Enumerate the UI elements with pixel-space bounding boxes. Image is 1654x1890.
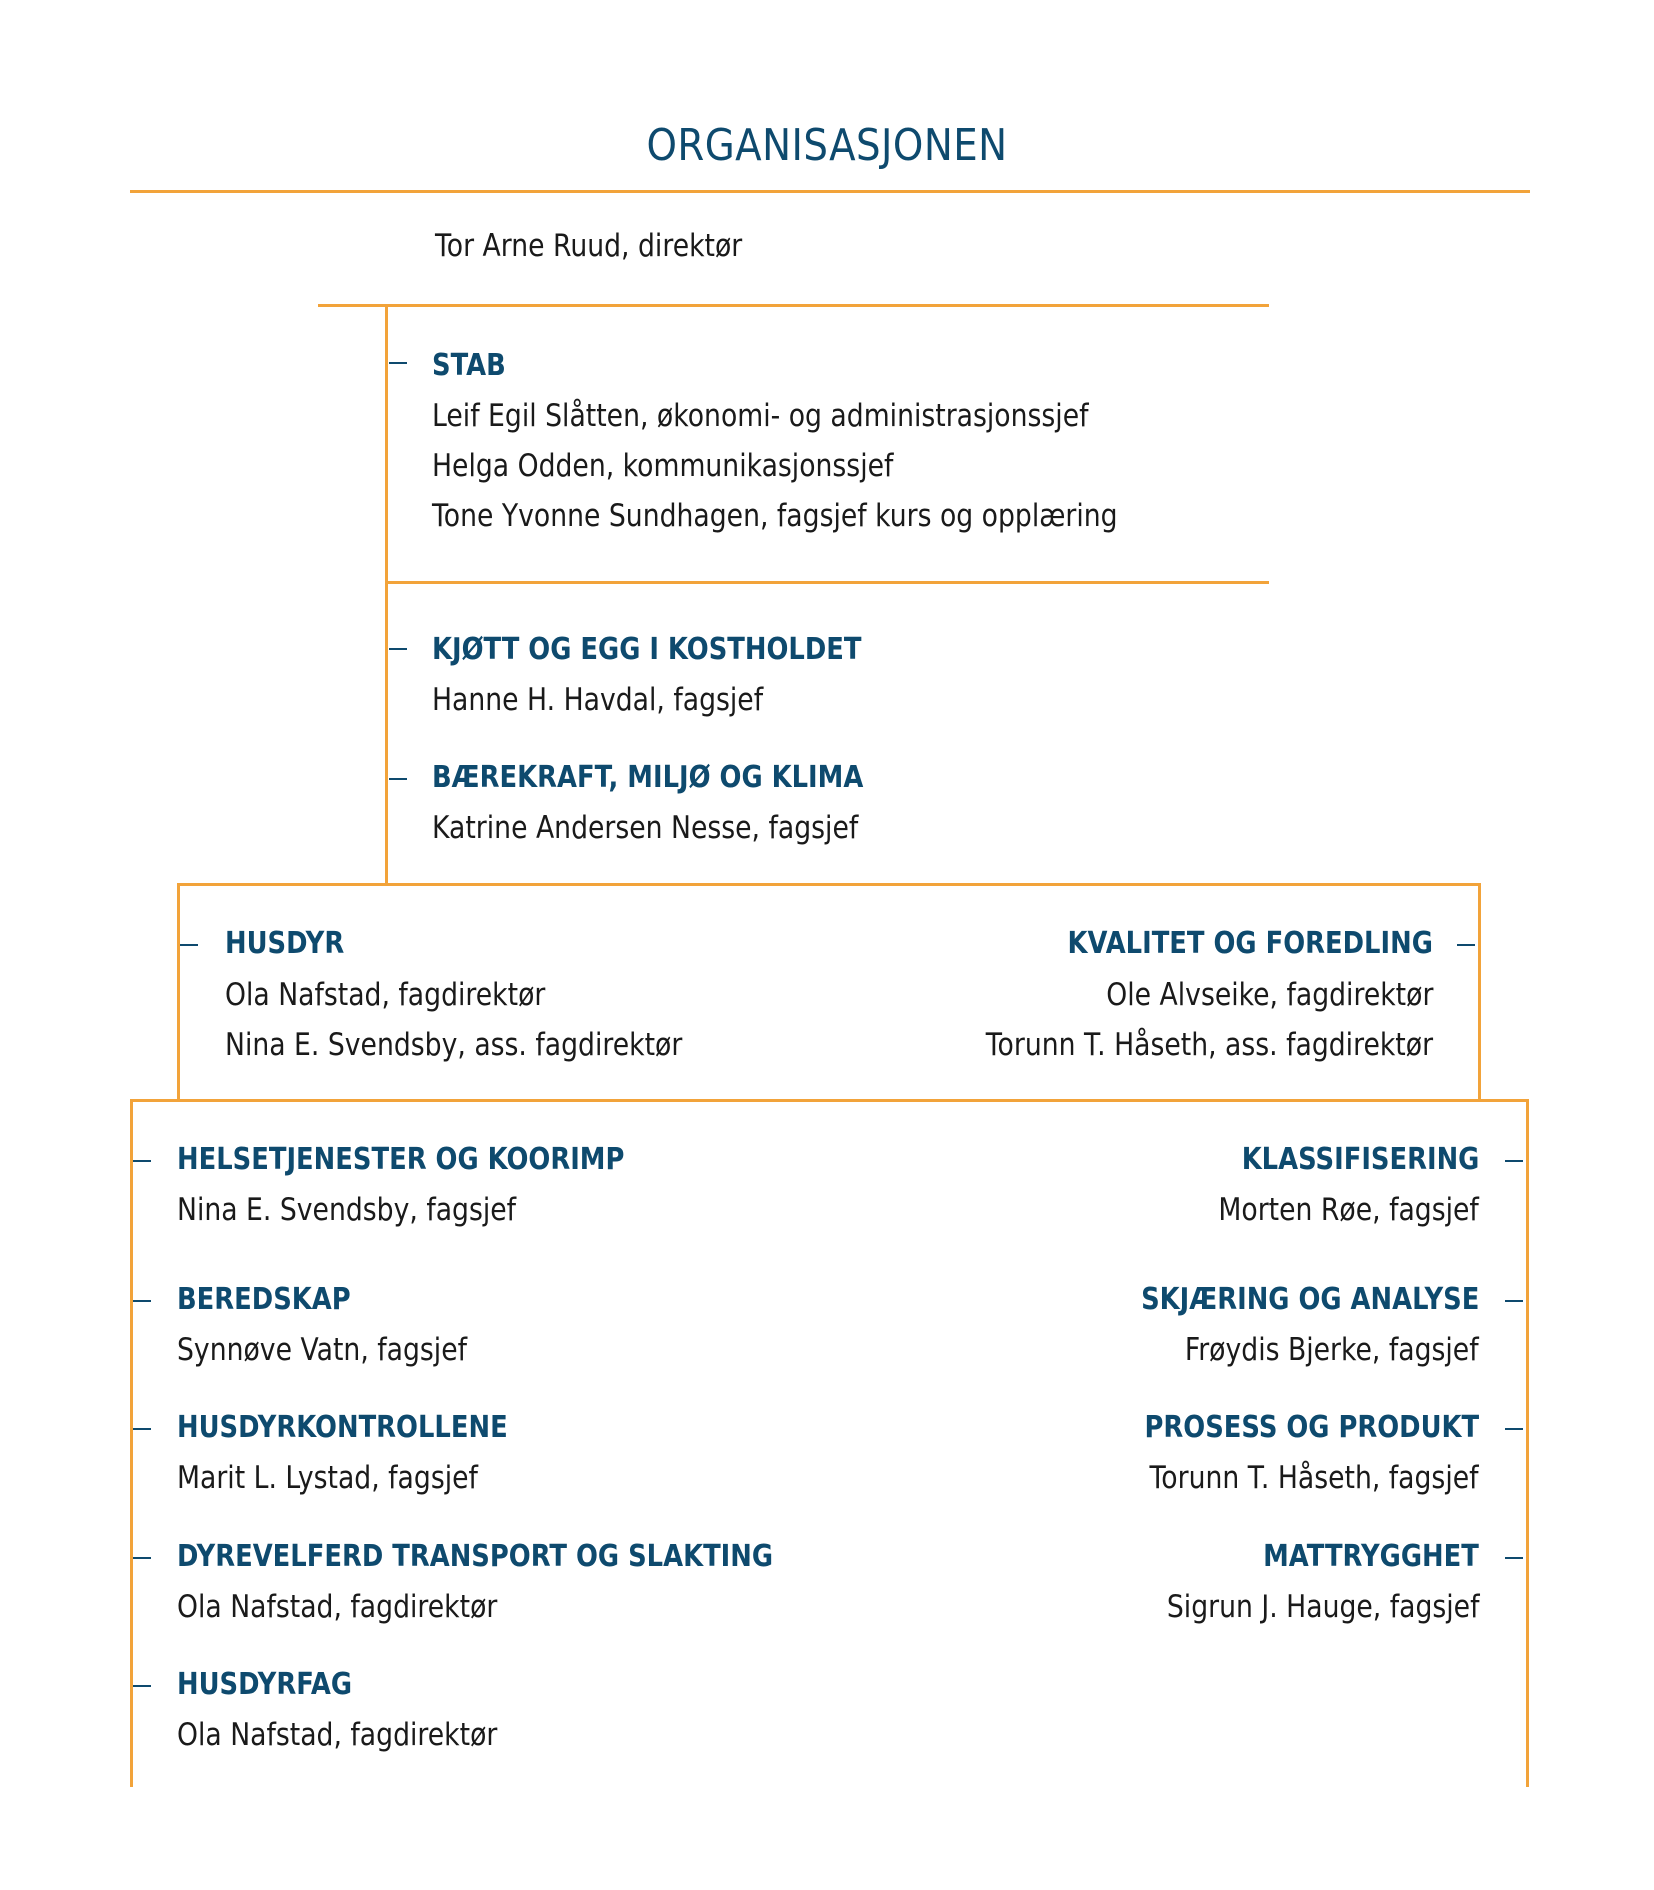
section-heading: HUSDYRKONTROLLENE bbox=[177, 1410, 508, 1445]
unit-tick bbox=[389, 778, 407, 780]
division-person: Ole Alvseike, fagdirektør bbox=[1105, 977, 1433, 1013]
section-tick bbox=[1505, 1300, 1523, 1302]
division-box-left bbox=[177, 883, 180, 1101]
stab-rule bbox=[385, 581, 1269, 584]
stab-heading: STAB bbox=[432, 348, 506, 383]
stab-tick bbox=[389, 362, 407, 364]
section-tick bbox=[133, 1685, 151, 1687]
section-heading: KLASSIFISERING bbox=[1241, 1142, 1479, 1177]
division-box-right bbox=[1478, 883, 1481, 1101]
division-tick bbox=[1457, 944, 1475, 946]
section-person: Frøydis Bjerke, fagsjef bbox=[1185, 1332, 1479, 1368]
director-label: Tor Arne Ruud, direktør bbox=[435, 228, 743, 264]
section-person: Nina E. Svendsby, fagsjef bbox=[177, 1192, 517, 1228]
section-tick bbox=[1505, 1428, 1523, 1430]
title-rule bbox=[130, 190, 1530, 193]
unit-person: Hanne H. Havdal, fagsjef bbox=[432, 682, 764, 718]
unit-heading: BÆREKRAFT, MILJØ OG KLIMA bbox=[432, 760, 864, 795]
director-rule bbox=[318, 304, 1269, 307]
section-heading: HUSDYRFAG bbox=[177, 1667, 353, 1702]
main-trunk-line bbox=[385, 304, 388, 884]
sections-box-left bbox=[130, 1099, 133, 1787]
section-tick bbox=[133, 1428, 151, 1430]
division-heading-kvalitet: KVALITET OG FOREDLING bbox=[1067, 926, 1433, 961]
section-person: Marit L. Lystad, fagsjef bbox=[177, 1460, 478, 1496]
section-person: Sigrun J. Hauge, fagsjef bbox=[1166, 1589, 1479, 1625]
division-tick bbox=[180, 944, 198, 946]
section-person: Synnøve Vatn, fagsjef bbox=[177, 1332, 467, 1368]
sections-box-right bbox=[1526, 1099, 1529, 1787]
section-person: Morten Røe, fagsjef bbox=[1218, 1192, 1479, 1228]
section-tick bbox=[133, 1160, 151, 1162]
unit-person: Katrine Andersen Nesse, fagsjef bbox=[432, 810, 859, 846]
division-person: Nina E. Svendsby, ass. fagdirektør bbox=[225, 1027, 683, 1063]
division-person: Torunn T. Håseth, ass. fagdirektør bbox=[985, 1027, 1433, 1063]
section-heading: HELSETJENESTER OG KOORIMP bbox=[177, 1142, 625, 1177]
section-heading: DYREVELFERD TRANSPORT OG SLAKTING bbox=[177, 1539, 774, 1574]
unit-heading: KJØTT OG EGG I KOSTHOLDET bbox=[432, 632, 862, 667]
section-person: Ola Nafstad, fagdirektør bbox=[177, 1589, 498, 1625]
sections-box-top bbox=[130, 1099, 1528, 1102]
section-person: Torunn T. Håseth, fagsjef bbox=[1150, 1460, 1479, 1496]
division-person: Ola Nafstad, fagdirektør bbox=[225, 977, 546, 1013]
section-heading: PROSESS OG PRODUKT bbox=[1144, 1410, 1479, 1445]
division-box-top bbox=[177, 883, 1481, 886]
page-title: ORGANISASJONEN bbox=[646, 120, 1008, 171]
stab-person: Tone Yvonne Sundhagen, fagsjef kurs og o… bbox=[432, 498, 1118, 534]
section-tick bbox=[133, 1300, 151, 1302]
section-heading: BEREDSKAP bbox=[177, 1282, 351, 1317]
section-heading: SKJÆRING OG ANALYSE bbox=[1140, 1282, 1479, 1317]
stab-person: Helga Odden, kommunikasjonssjef bbox=[432, 448, 894, 484]
section-person: Ola Nafstad, fagdirektør bbox=[177, 1717, 498, 1753]
section-tick bbox=[1505, 1160, 1523, 1162]
unit-tick bbox=[389, 648, 407, 650]
stab-person: Leif Egil Slåtten, økonomi- og administr… bbox=[432, 398, 1089, 434]
section-tick bbox=[133, 1557, 151, 1559]
section-heading: MATTRYGGHET bbox=[1263, 1539, 1479, 1574]
section-tick bbox=[1505, 1557, 1523, 1559]
division-heading-husdyr: HUSDYR bbox=[225, 926, 345, 961]
